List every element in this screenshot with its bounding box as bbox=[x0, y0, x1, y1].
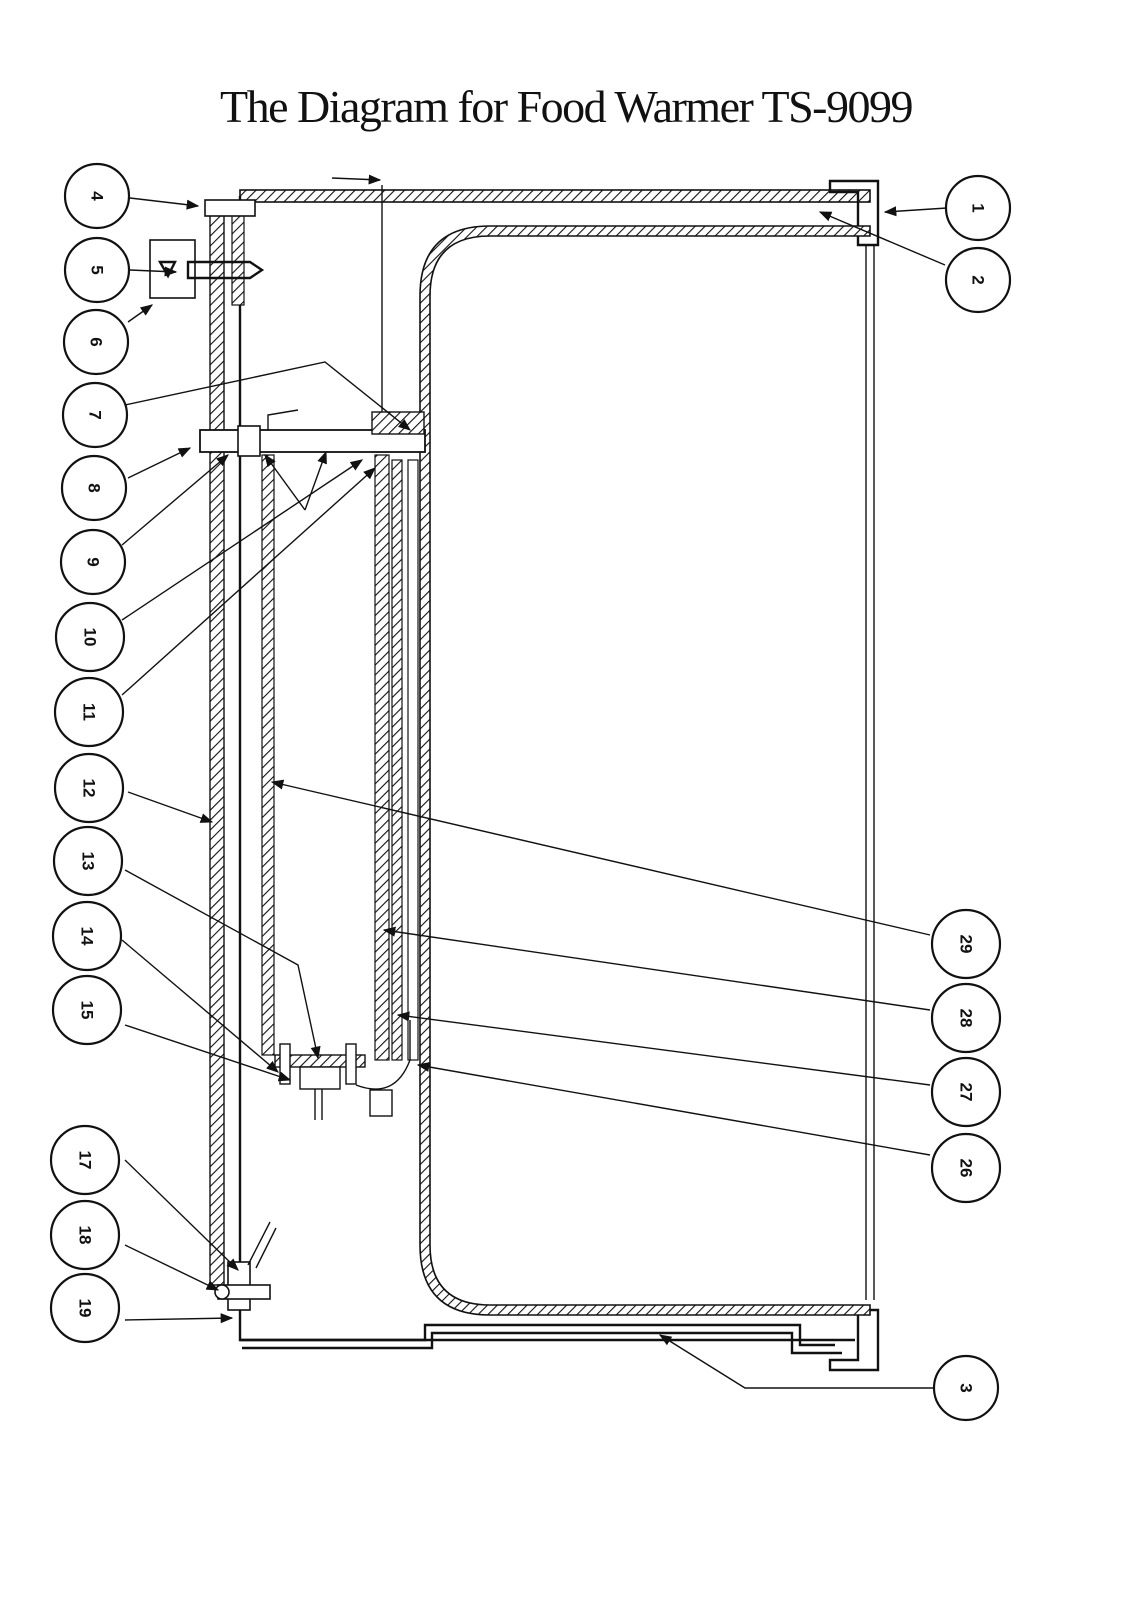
callout-8: 8 bbox=[60, 454, 128, 522]
outer-housing bbox=[238, 179, 880, 1372]
svg-text:17: 17 bbox=[76, 1151, 95, 1170]
leader-10 bbox=[121, 459, 364, 621]
svg-text:26: 26 bbox=[957, 1159, 976, 1178]
leader-8 bbox=[127, 447, 192, 479]
svg-text:1: 1 bbox=[969, 203, 988, 212]
leader-9 bbox=[121, 454, 229, 546]
bottom-fittings bbox=[214, 1221, 277, 1311]
svg-text:15: 15 bbox=[78, 1001, 97, 1020]
callout-1: 1 bbox=[944, 174, 1012, 242]
leader-4 bbox=[129, 197, 200, 210]
leader-29 bbox=[270, 779, 931, 936]
callout-5: 5 bbox=[63, 236, 131, 304]
callout-3: 3 bbox=[932, 1354, 1000, 1422]
svg-text:14: 14 bbox=[78, 927, 97, 946]
leader-9b bbox=[264, 453, 306, 511]
callout-26: 26 bbox=[930, 1132, 1002, 1204]
svg-text:11: 11 bbox=[80, 703, 99, 721]
leader-9c bbox=[304, 450, 327, 511]
leader-15 bbox=[124, 1024, 292, 1082]
leader-2 bbox=[818, 211, 946, 266]
callout-2: 2 bbox=[944, 246, 1012, 314]
svg-text:19: 19 bbox=[76, 1299, 95, 1318]
callout-6: 6 bbox=[62, 308, 130, 376]
leader-13 bbox=[124, 869, 321, 1060]
svg-text:7: 7 bbox=[86, 410, 105, 419]
svg-text:29: 29 bbox=[957, 935, 976, 954]
callout-4: 4 bbox=[63, 162, 131, 230]
callout-17: 17 bbox=[49, 1124, 121, 1196]
leader-1 bbox=[883, 206, 948, 217]
callout-13: 13 bbox=[52, 825, 124, 897]
callout-29: 29 bbox=[930, 908, 1002, 980]
svg-text:10: 10 bbox=[81, 628, 100, 647]
svg-text:6: 6 bbox=[87, 337, 106, 346]
callout-10: 10 bbox=[54, 601, 126, 673]
leader-lines bbox=[121, 174, 948, 1389]
leader-3 bbox=[658, 1334, 934, 1389]
leader-11 bbox=[121, 467, 376, 696]
callout-28: 28 bbox=[930, 982, 1002, 1054]
callout-19: 19 bbox=[49, 1272, 121, 1344]
inner-pan bbox=[419, 225, 871, 1316]
heater-assembly bbox=[199, 185, 426, 1120]
svg-text:8: 8 bbox=[85, 483, 104, 492]
svg-text:18: 18 bbox=[76, 1226, 95, 1245]
callouts: 1 2 3 4 5 6 7 8 9 10 11 12 13 14 15 17 1… bbox=[49, 162, 1012, 1422]
callout-12: 12 bbox=[53, 752, 125, 824]
svg-text:2: 2 bbox=[969, 275, 988, 284]
leader-7 bbox=[124, 361, 411, 431]
svg-text:5: 5 bbox=[88, 265, 107, 274]
leader-26 bbox=[416, 1061, 931, 1156]
callout-9: 9 bbox=[59, 528, 127, 596]
callout-27: 27 bbox=[930, 1056, 1002, 1128]
svg-text:12: 12 bbox=[80, 779, 99, 798]
leader-12 bbox=[127, 791, 214, 823]
leader-19 bbox=[124, 1313, 234, 1324]
leader-28 bbox=[382, 926, 931, 1011]
svg-text:27: 27 bbox=[957, 1083, 976, 1102]
callout-15: 15 bbox=[51, 974, 123, 1046]
svg-text:28: 28 bbox=[957, 1009, 976, 1028]
callout-18: 18 bbox=[49, 1199, 121, 1271]
svg-text:13: 13 bbox=[79, 852, 98, 871]
top-fittings bbox=[149, 199, 265, 299]
page-title: The Diagram for Food Warmer TS-9099 bbox=[220, 81, 914, 132]
leader-5 bbox=[129, 266, 178, 277]
leader-14 bbox=[121, 939, 279, 1073]
callout-14: 14 bbox=[51, 900, 123, 972]
svg-text:9: 9 bbox=[84, 557, 103, 566]
leader-6 bbox=[127, 304, 154, 323]
callout-7: 7 bbox=[61, 381, 129, 449]
leader-18 bbox=[124, 1244, 220, 1291]
svg-text:3: 3 bbox=[957, 1383, 976, 1392]
leader-top bbox=[331, 174, 382, 185]
leader-27 bbox=[396, 1011, 931, 1086]
svg-text:4: 4 bbox=[88, 191, 107, 201]
leader-17 bbox=[124, 1159, 239, 1271]
callout-11: 11 bbox=[53, 676, 125, 748]
